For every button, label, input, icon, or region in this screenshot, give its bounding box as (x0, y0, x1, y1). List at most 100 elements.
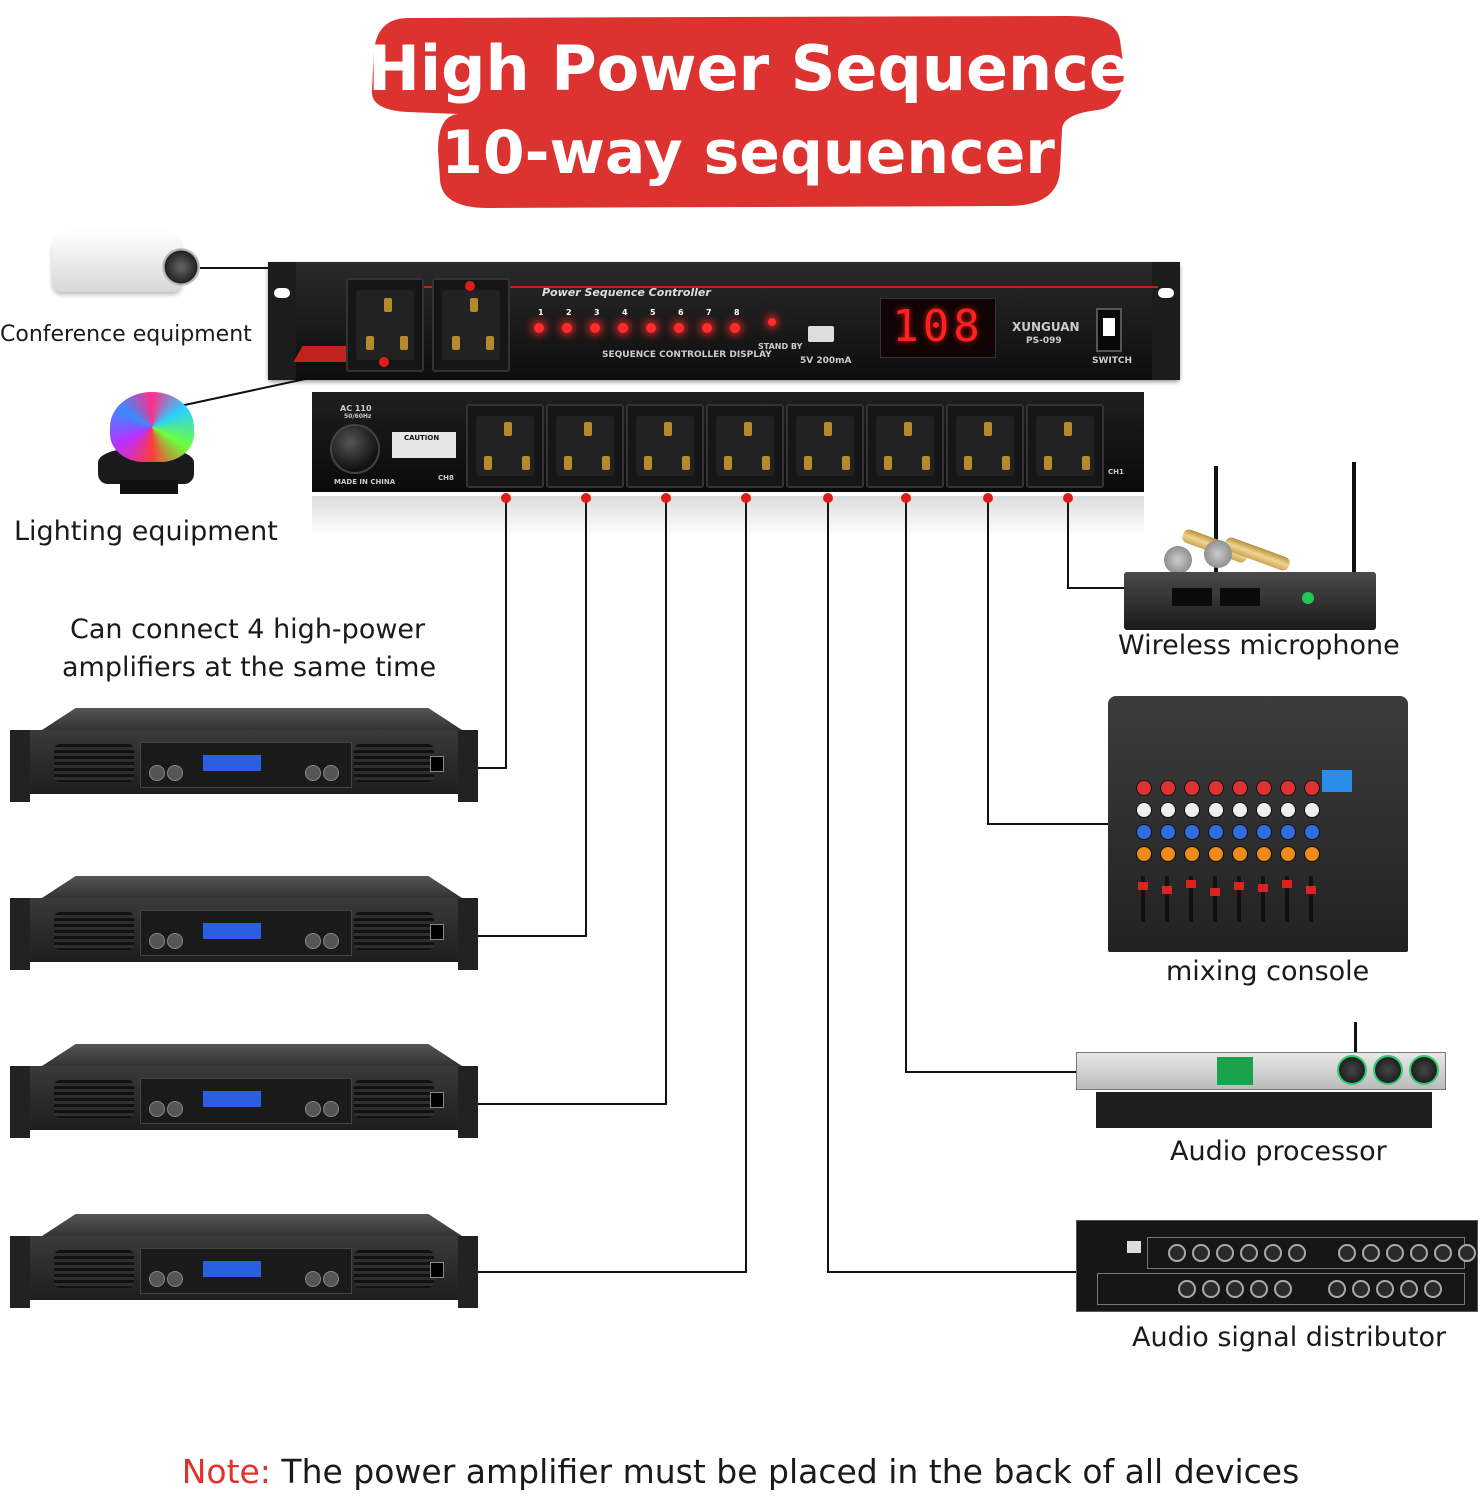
mixing-console-label: mixing console (1166, 956, 1370, 987)
ch1-label: CH1 (1108, 468, 1124, 476)
antenna-icon (1352, 462, 1356, 576)
channel-led (646, 323, 656, 333)
wire-mic (1067, 498, 1126, 589)
wire-amp-3 (478, 498, 667, 1105)
connection-dot (581, 493, 591, 503)
microphone-head-icon (1204, 540, 1232, 568)
display-value: 108 (892, 301, 984, 352)
led-number: 5 (650, 308, 656, 317)
channel-led (534, 323, 544, 333)
front-socket-2 (432, 278, 510, 372)
rack-ear-hole (274, 288, 290, 298)
wire-processor (905, 498, 1076, 1073)
channel-led (590, 323, 600, 333)
made-in-label: MADE IN CHINA (334, 478, 396, 486)
switch-label: SWITCH (1092, 356, 1133, 366)
connection-dot (465, 281, 475, 291)
antenna-icon (1354, 1022, 1357, 1052)
connection-dot (741, 493, 751, 503)
connection-dot (379, 357, 389, 367)
wire-mixer (987, 498, 1112, 825)
rear-socket (786, 404, 864, 488)
connection-dot (1063, 493, 1073, 503)
mixer-display (1322, 770, 1352, 792)
receiver-led (1302, 592, 1314, 604)
title-line-1: High Power Sequencer (368, 32, 1162, 105)
amplifier-note-line-1: Can connect 4 high-power (70, 614, 426, 645)
note-text: The power amplifier must be placed in th… (270, 1452, 1300, 1491)
antenna-icon (1214, 466, 1218, 578)
connection-dot (661, 493, 671, 503)
channel-led-row: 1 2 3 4 5 6 7 8 (530, 308, 776, 338)
power-amplifier-icon (10, 1214, 478, 1308)
projector-icon (52, 222, 202, 302)
model-label: PS-099 (1026, 336, 1062, 346)
rear-socket (546, 404, 624, 488)
led-number: 7 (706, 308, 712, 317)
signal-distributor-icon (1076, 1220, 1478, 1312)
panel-title: Power Sequence Controller (542, 286, 711, 299)
channel-led (702, 323, 712, 333)
audio-processor-icon (1076, 1022, 1446, 1130)
power-inlet-icon (1127, 1241, 1141, 1253)
rear-socket (706, 404, 784, 488)
channel-led (618, 323, 628, 333)
rack-ear-right (1152, 262, 1180, 380)
channel-led (562, 323, 572, 333)
microphone-head-icon (1164, 546, 1192, 574)
disco-light-icon (98, 392, 208, 502)
sequencer-top-unit: Power Sequence Controller SEQUENCE CONTR… (268, 262, 1180, 380)
ch8-label: CH8 (438, 474, 454, 482)
rear-socket (946, 404, 1024, 488)
signal-distributor-label: Audio signal distributor (1132, 1322, 1447, 1353)
unit-reflection (312, 496, 1144, 536)
lighting-equipment-label: Lighting equipment (14, 516, 278, 547)
led-number: 8 (734, 308, 740, 317)
usb-port-icon (808, 326, 834, 342)
title-banner: High Power Sequencer 10-way sequencer (368, 10, 1162, 215)
amplifier-note-line-2: amplifiers at the same time (62, 652, 437, 683)
led-number: 2 (566, 308, 572, 317)
breaker-knob-icon (330, 424, 380, 474)
wire-distributor (827, 498, 1076, 1273)
title-banner-shape (371, 16, 1124, 208)
mixer-icon (1108, 696, 1408, 952)
ac-frequency-label: 50/60Hz (344, 413, 372, 420)
connection-dot (501, 493, 511, 503)
seven-segment-display: 108 (880, 298, 996, 358)
wireless-receiver-icon (1124, 572, 1376, 630)
note-prefix: Note: (181, 1452, 271, 1491)
channel-led (674, 323, 684, 333)
channel-led (730, 323, 740, 333)
led-number: 6 (678, 308, 684, 317)
display-caption: SEQUENCE CONTROLLER DISPLAY (602, 350, 772, 360)
caution-label: CAUTION (404, 434, 440, 442)
rear-socket (866, 404, 944, 488)
front-socket-1 (346, 278, 424, 372)
rack-ear-hole (1158, 288, 1174, 298)
title-line-2: 10-way sequencer (441, 118, 1055, 188)
receiver-display (1172, 588, 1212, 606)
led-number: 3 (594, 308, 600, 317)
ac-voltage-label: AC 110 (340, 404, 372, 413)
led-number: 1 (538, 308, 544, 317)
rear-socket-row (466, 404, 1126, 488)
conference-equipment-label: Conference equipment (0, 322, 252, 347)
receiver-display (1220, 588, 1260, 606)
wireless-microphone-label: Wireless microphone (1118, 630, 1400, 661)
caution-sticker: CAUTION (392, 432, 456, 458)
rear-socket (466, 404, 544, 488)
power-amplifier-icon (10, 708, 478, 802)
wire-amp-4 (478, 498, 747, 1273)
footer-note: Note: The power amplifier must be placed… (0, 1452, 1481, 1491)
rear-socket (626, 404, 704, 488)
brand-label: XUNGUAN (1012, 320, 1080, 334)
rack-ear-left (268, 262, 296, 380)
red-accent-line (378, 286, 1158, 288)
connection-dot (823, 493, 833, 503)
connection-dot (983, 493, 993, 503)
connection-dot (901, 493, 911, 503)
wire-amp-2 (478, 498, 587, 937)
power-switch (1096, 308, 1122, 352)
